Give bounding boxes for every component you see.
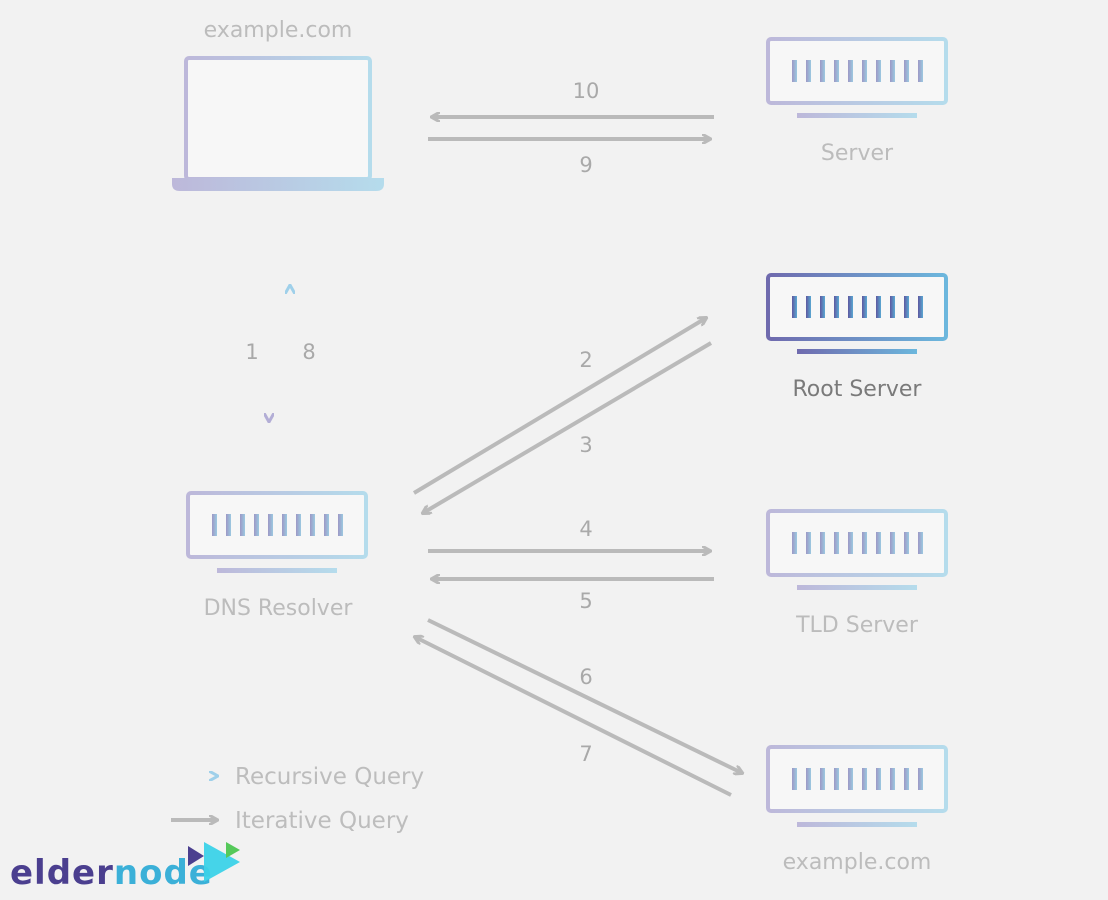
- dns-resolver-label: DNS Resolver: [204, 596, 354, 621]
- legend: Recursive Query Iterative Query: [171, 764, 424, 834]
- dns-resolver-icon: [186, 491, 368, 573]
- step-label-10: 10: [573, 79, 600, 103]
- step-label-6: 6: [579, 665, 592, 689]
- root-server-icon: [766, 273, 948, 354]
- step-label-1: 1: [245, 340, 258, 364]
- arrow-step-6: [427, 618, 742, 773]
- arrow-step-3: [423, 341, 713, 513]
- step-label-2: 2: [579, 348, 592, 372]
- logo-play-icon-accent: [226, 842, 240, 858]
- eldernode-logo: eldernode: [10, 842, 240, 893]
- laptop-icon: [172, 56, 384, 191]
- authoritative-server-label: example.com: [783, 850, 932, 875]
- step-label-4: 4: [579, 517, 592, 541]
- step-label-8: 8: [302, 340, 315, 364]
- step-label-5: 5: [579, 589, 592, 613]
- logo-play-icon-small: [188, 846, 204, 866]
- arrow-step-7: [415, 637, 732, 797]
- arrow-step-2: [412, 318, 706, 495]
- tld-server-label: TLD Server: [795, 613, 919, 638]
- root-server-label: Root Server: [793, 377, 923, 402]
- tld-server-icon: [766, 509, 948, 590]
- legend-iterative-label: Iterative Query: [235, 808, 409, 834]
- step-label-7: 7: [579, 742, 592, 766]
- svg-text:eldernode: eldernode: [10, 853, 213, 893]
- client-label: example.com: [204, 18, 353, 43]
- step-label-9: 9: [579, 153, 592, 177]
- server-icon: [766, 37, 948, 118]
- legend-recursive-label: Recursive Query: [235, 764, 424, 790]
- logo-text-part1: elder: [10, 853, 114, 893]
- authoritative-server-icon: [766, 745, 948, 827]
- step-label-3: 3: [579, 433, 592, 457]
- logo-play-icon-large: [204, 842, 240, 882]
- server-label: Server: [821, 141, 894, 166]
